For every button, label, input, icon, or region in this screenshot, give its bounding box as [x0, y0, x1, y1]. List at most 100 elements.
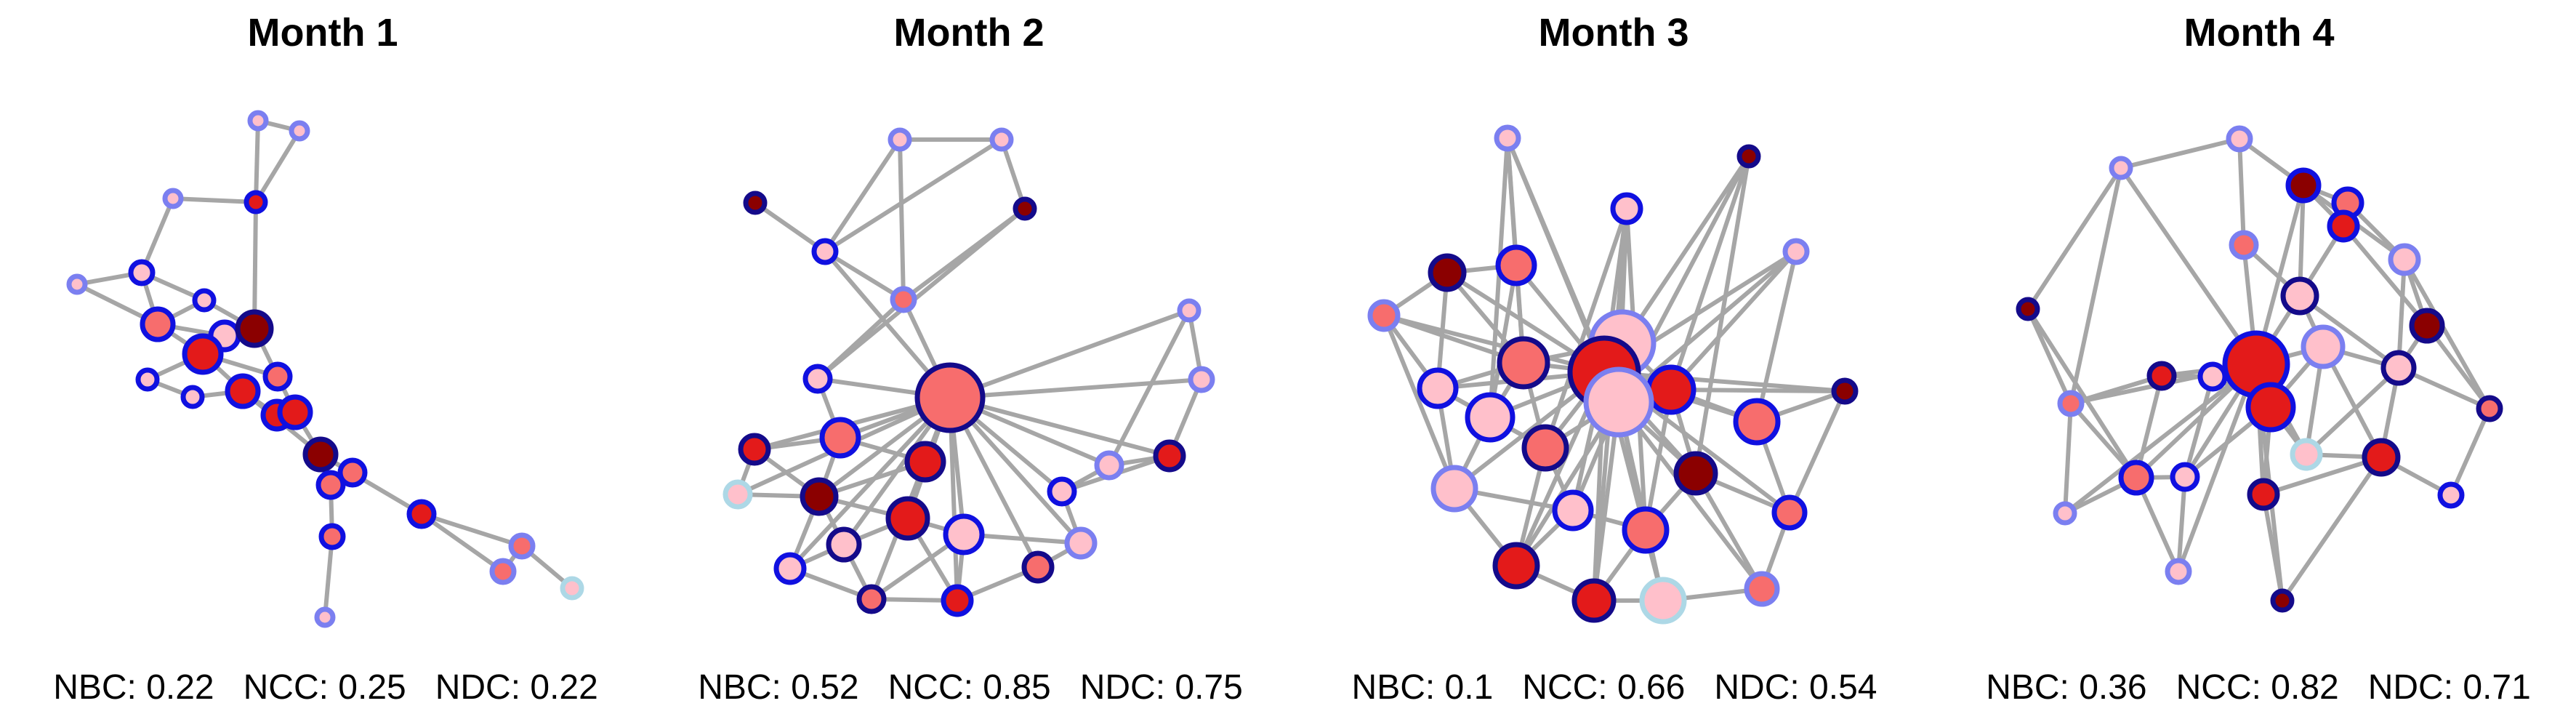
network-node — [262, 361, 293, 392]
network-edge — [2176, 362, 2258, 574]
network-node — [2057, 390, 2085, 417]
network-node — [2270, 588, 2295, 613]
network-node — [1021, 550, 1055, 584]
network-edge — [1669, 154, 1751, 392]
network-node — [2476, 395, 2503, 422]
network-node — [315, 470, 346, 500]
network-node — [489, 558, 517, 585]
network-node — [135, 367, 160, 392]
network-node — [1610, 192, 1643, 225]
network-edge — [1107, 308, 1191, 468]
panel-metrics: NBC: 0.52 NCC: 0.85 NDC: 0.75 — [698, 668, 1243, 707]
network-edge — [948, 308, 1191, 400]
network-node — [162, 188, 184, 209]
network-node — [318, 523, 346, 550]
network-node — [1494, 124, 1521, 152]
panel-title: Month 1 — [248, 11, 398, 55]
node-group — [1367, 124, 1859, 625]
network-node — [1153, 439, 1186, 473]
network-node — [2362, 438, 2401, 477]
network-edge — [419, 512, 505, 574]
network-node — [2388, 243, 2421, 276]
network-node — [2247, 478, 2280, 511]
network-edge — [323, 534, 334, 619]
network-edge — [2119, 137, 2242, 170]
network-node — [2280, 276, 2319, 316]
network-node — [1571, 578, 1617, 623]
network-node — [1430, 465, 1478, 513]
network-node — [826, 526, 862, 563]
network-edge — [2026, 307, 2073, 406]
network-node — [2437, 481, 2465, 509]
network-edge — [1617, 400, 1764, 591]
network-edge — [999, 137, 1027, 211]
network-node — [743, 190, 768, 215]
network-edge — [252, 200, 258, 331]
network-edge — [1382, 313, 1606, 374]
network-edge — [171, 196, 258, 204]
network-node — [182, 333, 224, 375]
network-node — [1521, 424, 1569, 472]
network-edge — [2069, 166, 2123, 406]
network-edge — [2280, 455, 2383, 603]
network-edge — [823, 137, 902, 254]
network-node — [2053, 501, 2077, 526]
network-edge — [1382, 313, 1457, 491]
network-node — [1673, 451, 1718, 496]
network-node — [887, 127, 912, 152]
network-node — [1465, 392, 1516, 443]
network-node — [941, 584, 974, 617]
network-edge — [1755, 249, 1798, 424]
network-node — [943, 513, 985, 555]
network-edge — [254, 119, 260, 204]
network-node — [1417, 367, 1459, 409]
network-node — [1428, 253, 1467, 292]
network-node — [1552, 489, 1594, 532]
network-node — [2165, 558, 2192, 585]
panel-month-4: Month 4 NBC: 0.36 NCC: 0.82 NDC: 0.71 — [1986, 11, 2531, 707]
network-node — [277, 394, 313, 430]
network-edge — [816, 297, 906, 381]
panel-month-1: Month 1 NBC: 0.22 NCC: 0.25 NDC: 0.22 — [53, 11, 598, 707]
network-edge — [1669, 249, 1798, 392]
network-node — [1744, 571, 1780, 607]
network-node — [723, 479, 753, 510]
network-node — [1492, 542, 1540, 590]
network-node — [885, 496, 930, 541]
network-edge — [1488, 263, 1518, 420]
network-node — [2245, 382, 2296, 433]
network-edge — [2026, 307, 2138, 480]
network-edge — [2063, 401, 2073, 516]
network-node — [560, 576, 584, 601]
network-edge — [2119, 166, 2258, 366]
network-node — [802, 364, 833, 394]
network-node — [2109, 156, 2133, 180]
panel-metrics: NBC: 0.22 NCC: 0.25 NDC: 0.22 — [53, 668, 598, 707]
network-node — [1733, 398, 1781, 446]
network-edge — [2237, 137, 2246, 247]
network-edge — [2449, 406, 2492, 497]
network-node — [1188, 366, 1215, 393]
network-node — [337, 457, 368, 488]
network-node — [1646, 364, 1696, 415]
network-edge — [254, 129, 302, 204]
network-node — [819, 417, 861, 459]
network-edge — [2298, 294, 2401, 370]
network-node — [1831, 377, 1859, 405]
network-node — [1064, 526, 1098, 560]
network-node — [406, 499, 437, 529]
network-edge — [823, 249, 906, 302]
network-edge — [1787, 389, 1847, 515]
network-node — [66, 273, 88, 295]
network-node — [508, 532, 536, 560]
network-node — [1497, 336, 1550, 390]
panel-metrics: NBC: 0.1 NCC: 0.66 NDC: 0.54 — [1352, 668, 1877, 707]
network-edge — [2026, 166, 2123, 311]
network-edge — [948, 377, 1204, 400]
network-edge — [2063, 362, 2258, 516]
panel-month-3: Month 3 NBC: 0.1 NCC: 0.66 NDC: 0.54 — [1352, 11, 1877, 707]
node-group — [66, 110, 584, 628]
panel-month-2: Month 2 NBC: 0.52 NCC: 0.85 NDC: 0.75 — [698, 11, 1243, 707]
node-group — [723, 127, 1215, 617]
network-node — [2146, 361, 2177, 391]
